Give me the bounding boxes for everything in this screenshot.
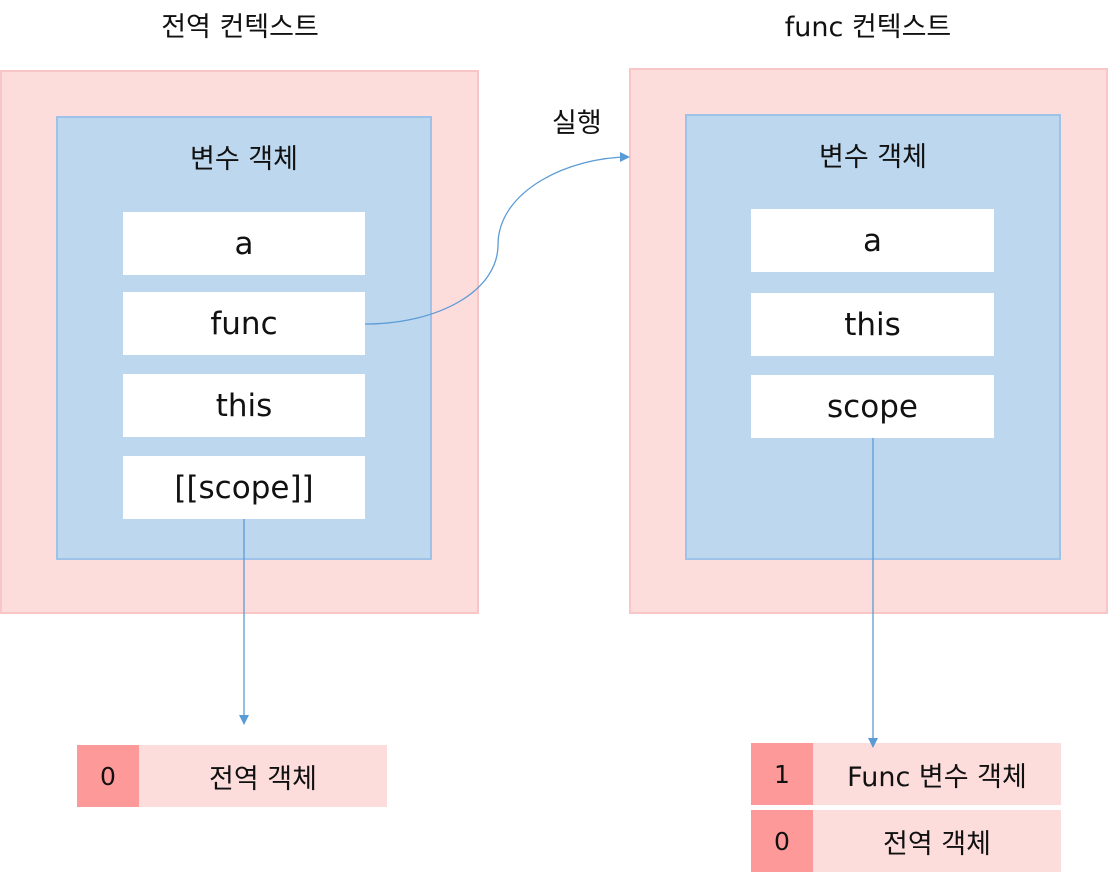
stack-index: 1 [751,743,813,805]
func-var-a: a [751,209,994,272]
func-context-title: func 컨텍스트 [784,12,952,43]
global-var-this: this [123,374,365,437]
global-variable-object-title: 변수 객체 [190,144,298,175]
global-context-title: 전역 컨텍스트 [161,12,319,43]
global-var-a: a [123,212,365,275]
execute-arrow [364,152,630,325]
global-var-scope: [[scope]] [123,456,365,519]
func-variable-object-title: 변수 객체 [819,142,927,173]
global-scope-chain-row: 0 전역 객체 [77,745,387,807]
func-scope-chain-row-func-vo: 1 Func 변수 객체 [751,743,1061,805]
global-var-func: func [123,292,365,355]
func-var-scope: scope [751,375,994,438]
func-scope-chain-row-global: 0 전역 객체 [751,810,1061,872]
stack-label: 전역 객체 [209,763,317,795]
execute-label: 실행 [552,108,602,139]
stack-index: 0 [751,810,813,872]
stack-index: 0 [77,745,139,807]
stack-label: Func 변수 객체 [847,761,1027,793]
stack-label: 전역 객체 [883,828,991,860]
func-var-this: this [751,293,994,356]
